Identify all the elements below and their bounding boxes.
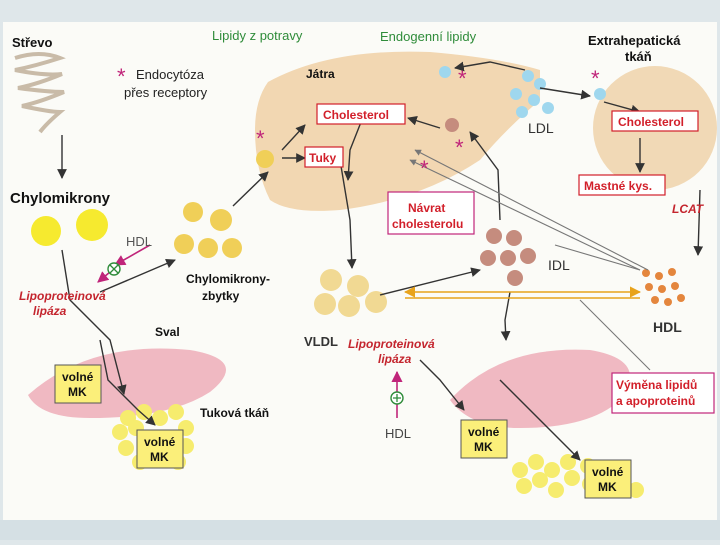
idl-label: IDL — [548, 257, 570, 273]
liver-fat-label: Tuky — [309, 151, 336, 165]
free-fa-2-line2: MK — [150, 450, 169, 464]
times-circle-icon — [107, 262, 121, 276]
idl-uptake-particle — [445, 118, 459, 132]
endogenous-lipids-label: Endogenní lipidy — [380, 29, 477, 44]
arrow-icon — [57, 61, 704, 461]
free-fa-3-line2: MK — [474, 440, 493, 454]
intestine-illustration — [14, 52, 66, 134]
free-fa-1-line1: volné — [62, 370, 94, 384]
hdl-label-right: HDL — [653, 319, 682, 335]
muscle-label: Sval — [155, 325, 180, 339]
exchange-label-1: Výměna lipidů — [616, 378, 697, 392]
lcat-label: LCAT — [672, 202, 705, 216]
chylomicron-remnant-particles — [174, 202, 242, 258]
intestine-label: Střevo — [12, 35, 53, 50]
return-cholesterol-box — [387, 191, 475, 235]
chylomicrons-label: Chylomikrony — [10, 190, 111, 207]
free-fa-2-line1: volné — [144, 435, 176, 449]
endocytosis-label-2: přes receptory — [124, 85, 208, 100]
free-fa-box-3 — [460, 419, 508, 459]
lipase-label-1a: Lipoproteinová — [19, 289, 106, 303]
muscle-shape-right — [450, 349, 630, 428]
free-fa-box-2 — [136, 429, 184, 469]
free-fa-box-4 — [584, 459, 632, 499]
ldl-extra-particle — [594, 88, 606, 100]
exchange-box — [611, 372, 715, 414]
extrahepatic-label-1: Extrahepatická — [588, 33, 681, 48]
extra-cholesterol-box — [611, 110, 699, 132]
plus-circle-icon — [390, 391, 404, 405]
liver-cholesterol-box — [316, 103, 406, 125]
remnant-uptake-particle — [256, 150, 274, 168]
free-fa-4-line2: MK — [598, 480, 617, 494]
exchange-arrow — [403, 286, 642, 299]
extra-cholesterol-label: Cholesterol — [618, 115, 684, 129]
ldl-label: LDL — [528, 120, 554, 136]
dietary-lipids-label: Lipidy z potravy — [212, 28, 303, 43]
liver-label: Játra — [306, 67, 335, 81]
free-fa-1-line2: MK — [68, 385, 87, 399]
asterisk-icon: * — [256, 126, 265, 151]
lipase-label-2a: Lipoproteinová — [348, 337, 435, 351]
asterisk-icon: * — [455, 135, 464, 160]
extrahepatic-label-2: tkáň — [625, 49, 652, 64]
hdl-label-bottom: HDL — [385, 426, 411, 441]
lipase-label-2b: lipáza — [378, 352, 412, 366]
liver-cholesterol-label: Cholesterol — [323, 108, 389, 122]
adipose-tissue-label: Tuková tkáň — [200, 406, 269, 420]
free-fa-4-line1: volné — [592, 465, 624, 479]
idl-particles — [480, 228, 536, 286]
endocytosis-label-1: Endocytóza — [136, 67, 205, 82]
bottom-band — [0, 520, 720, 540]
ldl-liver-particle — [439, 66, 451, 78]
asterisk-icon: * — [458, 66, 467, 91]
fatty-acid-label: Mastné kys. — [584, 179, 652, 193]
return-cholesterol-label-2: cholesterolu — [392, 217, 463, 231]
lipase-label-1b: lipáza — [33, 304, 67, 318]
liver-shape — [255, 51, 540, 211]
liver-fat-box — [304, 146, 344, 168]
exchange-label-2: a apoproteinů — [616, 394, 695, 408]
hdl-particles — [642, 268, 685, 306]
ldl-particles — [510, 70, 554, 118]
vldl-label: VLDL — [304, 334, 338, 349]
chylomicron-particles — [31, 209, 108, 246]
free-fa-box-1 — [54, 364, 102, 404]
asterisk-icon: * — [420, 156, 429, 181]
hdl-label-top: HDL — [126, 234, 152, 249]
chylomicron-remnants-label-1: Chylomikrony- — [186, 272, 270, 286]
asterisk-icon: * — [591, 66, 600, 91]
return-cholesterol-label-1: Návrat — [408, 201, 445, 215]
asterisk-icon: * — [117, 64, 126, 89]
return-cholesterol-lines — [409, 149, 651, 371]
free-fa-3-line1: volné — [468, 425, 500, 439]
fatty-acid-box — [578, 174, 666, 196]
chylomicron-remnants-label-2: zbytky — [202, 289, 240, 303]
vldl-particles — [314, 269, 387, 317]
